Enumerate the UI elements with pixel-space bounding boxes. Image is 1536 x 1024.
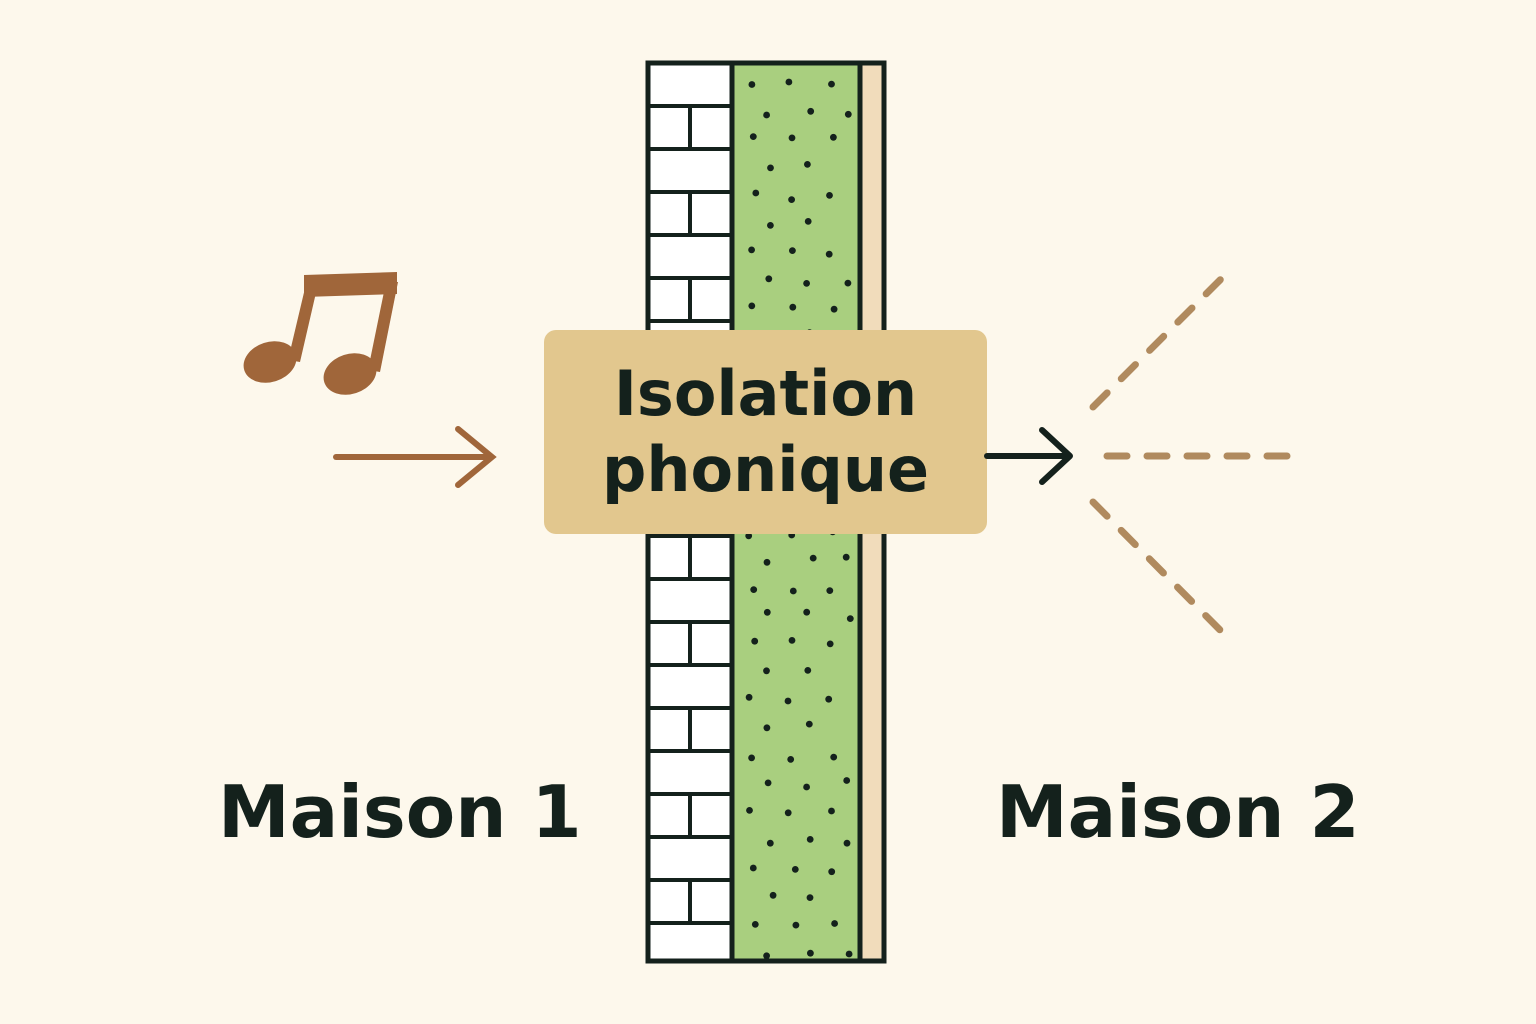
- insulation-label-line-2: phonique: [601, 433, 930, 506]
- incoming-sound-arrow: [333, 426, 497, 488]
- transmitted-sound-arrow: [984, 427, 1073, 485]
- house-left-label: Maison 1: [218, 770, 582, 854]
- music-note-icon: [243, 272, 398, 395]
- attenuated-sound-dashes: [1089, 274, 1296, 636]
- insulation-label: Isolation phonique: [544, 330, 987, 534]
- insulation-label-line-1: Isolation: [613, 357, 918, 430]
- insulation-label-box: [544, 330, 987, 534]
- house-right-label: Maison 2: [996, 770, 1360, 854]
- insulation-texture: [745, 78, 855, 960]
